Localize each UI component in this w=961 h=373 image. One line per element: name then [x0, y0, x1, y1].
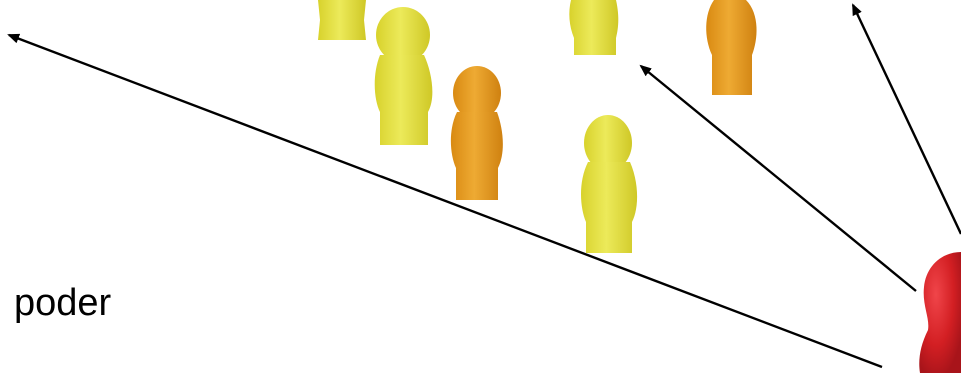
follower-figure-orange: [451, 66, 503, 200]
follower-figure-yellow: [318, 0, 366, 40]
follower-figure-orange: [706, 0, 756, 95]
follower-figure-yellow: [375, 7, 433, 145]
arrow-to-yellow-figure: [641, 66, 916, 291]
follower-figure-yellow: [581, 115, 637, 253]
power-label: poder: [14, 280, 111, 326]
arrow-to-top-right: [853, 5, 961, 234]
follower-figure-yellow: [569, 0, 618, 55]
leader-figure-red: [919, 252, 961, 373]
